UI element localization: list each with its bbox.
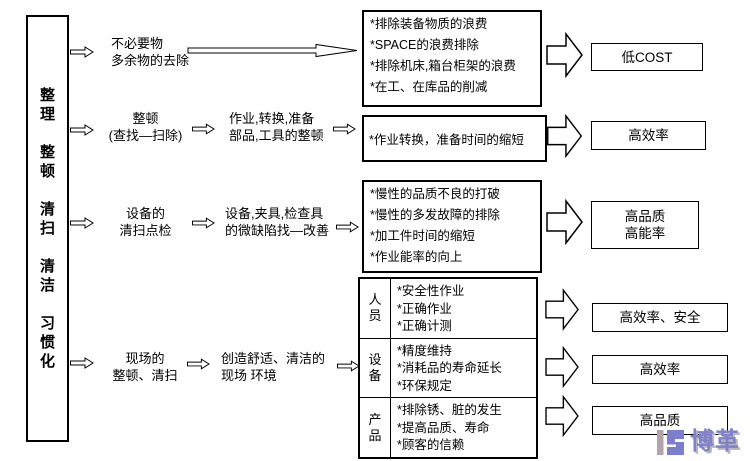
- category-name: 产 品: [360, 398, 391, 458]
- effect-item: *正确计测: [397, 319, 452, 333]
- result-box: 高品质 高能率: [591, 201, 699, 249]
- row-middle-text: 设备,夹具,检查具 的微缺陷找—改善: [225, 206, 330, 238]
- flow-arrow-icon: [70, 124, 94, 136]
- five-s-pillar-box: 整 理 整 顿 清 扫 清 洁 习 惯 化: [26, 15, 69, 442]
- logo-text: 博革: [690, 428, 740, 455]
- block-arrow-icon: [545, 288, 579, 331]
- effect-item: *加工件时间的缩短: [370, 229, 475, 243]
- category-items: *精度维持 *消耗品的寿命延长 *环保规定: [391, 339, 536, 398]
- table-row: 设 备 *精度维持 *消耗品的寿命延长 *环保规定: [360, 338, 536, 399]
- boge-logo: 博革: [656, 424, 750, 460]
- result-box: 高效率、安全: [592, 303, 728, 332]
- effect-item: *环保规定: [397, 378, 452, 393]
- effect-item: *作业转换，准备时间的缩短: [369, 133, 524, 147]
- flow-arrow-icon: [70, 357, 94, 369]
- effect-item: *SPACE的浪费排除: [370, 38, 479, 52]
- effect-item: *正确作业: [397, 301, 452, 316]
- effect-item: *安全性作业: [397, 284, 465, 298]
- effect-item: *排除锈、脏的发生: [397, 403, 502, 418]
- effects-box: *作业转换，准备时间的缩短: [362, 115, 547, 162]
- result-box: 高效率: [592, 355, 728, 384]
- category-items: *排除锈、脏的发生 *提高品质、寿命 *顾客的信赖: [391, 398, 536, 457]
- flow-arrow-icon: [192, 217, 215, 229]
- row-label: 现场的 整顿、清扫: [112, 351, 178, 383]
- effect-item: *消耗品的寿命延长: [397, 361, 502, 376]
- effect-item: *慢性的多发故障的排除: [370, 208, 500, 222]
- flow-arrow-icon: [192, 123, 215, 135]
- category-name: 设 备: [360, 338, 391, 398]
- table-row: 产 品 *排除锈、脏的发生 *提高品质、寿命 *顾客的信赖: [360, 398, 536, 458]
- table-row: 人 员 *安全性作业 *正确作业 *正确计测: [360, 279, 536, 339]
- flow-arrow-icon: [333, 123, 356, 135]
- flow-arrow-icon: [70, 217, 94, 229]
- logo-mark-icon: [657, 430, 684, 455]
- effects-box: *慢性的品质不良的打破 *慢性的多发故障的排除 *加工件时间的缩短 *作业能率的…: [362, 180, 542, 273]
- effect-item: *排除机床,箱台柜架的浪费: [370, 59, 516, 73]
- category-table: 人 员 *安全性作业 *正确作业 *正确计测 设 备 *精度维持 *消耗品的寿命…: [358, 277, 538, 459]
- effect-item: *提高品质、寿命: [397, 420, 490, 435]
- effect-item: *作业能率的向上: [370, 250, 463, 264]
- row-label: 整顿 (查找—扫除): [108, 111, 183, 143]
- block-arrow-icon: [546, 114, 583, 158]
- effect-item: *在工、在库品的削减: [370, 80, 488, 94]
- category-name: 人 员: [360, 279, 391, 338]
- block-arrow-icon: [546, 197, 583, 247]
- flow-arrow-icon: [336, 221, 359, 233]
- result-box: 低COST: [591, 43, 703, 71]
- category-items: *安全性作业 *正确作业 *正确计测: [391, 279, 536, 338]
- long-arrow-icon: [187, 42, 359, 59]
- row-middle-text: 作业,转换,准备 部品,工具的整顿: [229, 111, 324, 143]
- effects-box: *排除装备物质的浪费 *SPACE的浪费排除 *排除机床,箱台柜架的浪费 *在工…: [362, 10, 542, 107]
- block-arrow-icon: [545, 346, 579, 388]
- block-arrow-icon: [545, 395, 579, 437]
- flow-arrow-icon: [187, 358, 210, 370]
- row-middle-text: 创造舒适、清洁的 现场 环境: [221, 351, 326, 383]
- row-label: 设备的 清扫点检: [119, 206, 172, 238]
- flow-arrow-icon: [337, 360, 360, 372]
- effect-item: *精度维持: [397, 343, 452, 358]
- row-label: 不必要物 多余物的去除: [111, 36, 190, 68]
- effect-item: *慢性的品质不良的打破: [370, 187, 500, 201]
- result-box: 高效率: [591, 121, 706, 150]
- effect-item: *顾客的信赖: [397, 438, 465, 453]
- block-arrow-icon: [546, 32, 583, 78]
- effect-item: *排除装备物质的浪费: [370, 17, 488, 31]
- flow-arrow-icon: [70, 46, 94, 58]
